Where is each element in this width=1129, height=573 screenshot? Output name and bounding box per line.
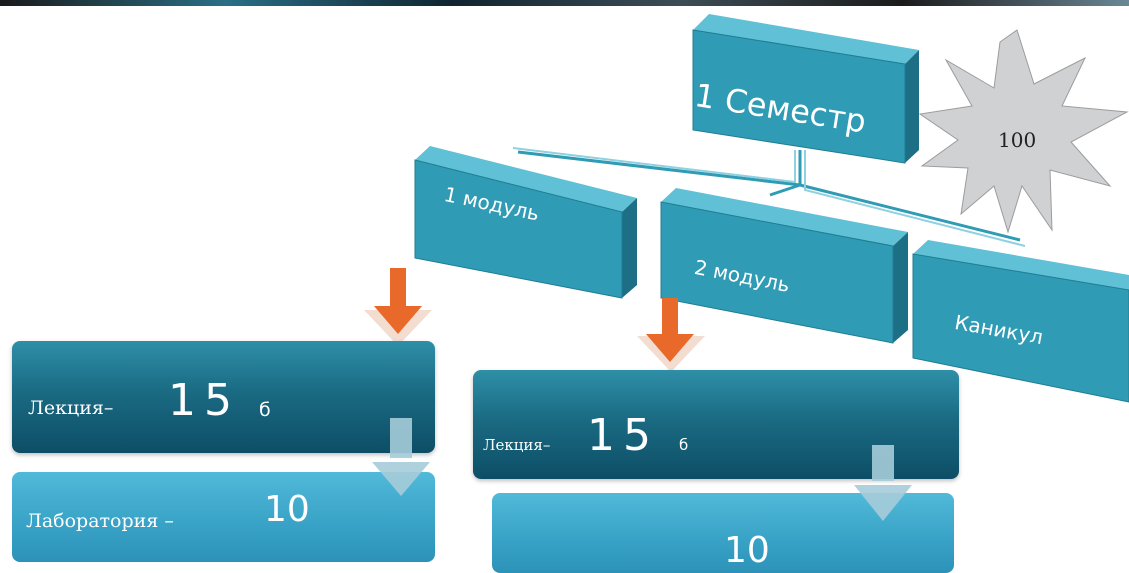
right-lecture-number: 15: [587, 410, 659, 461]
holiday-box: [912, 240, 1129, 403]
starburst-badge: [918, 29, 1129, 234]
hierarchy-diagram: [364, 14, 1129, 403]
badge-value: 100: [998, 128, 1037, 152]
connector-lines: [512, 147, 1026, 247]
pale-down-arrow-right: [854, 445, 912, 521]
right-lecture-prefix: Лекция–: [483, 436, 551, 454]
module-2-box: [660, 188, 908, 344]
module-1-box: [414, 146, 637, 299]
semester-box: [692, 14, 919, 164]
left-lecture-number: 15: [168, 375, 240, 426]
left-lab-number: 10: [264, 489, 310, 530]
left-lecture-block: Лекция– 15 б: [12, 341, 435, 453]
pale-down-arrow-left: [372, 418, 430, 496]
right-lab-number: 10: [724, 530, 770, 571]
left-lecture-prefix: Лекция–: [28, 397, 114, 419]
left-lecture-unit: б: [259, 399, 271, 421]
top-banner-strip: [0, 0, 1129, 6]
left-lab-prefix: Лаборатория –: [26, 510, 174, 532]
orange-down-arrow-right: [637, 298, 705, 372]
right-lecture-unit: б: [679, 436, 689, 454]
orange-down-arrow-left: [364, 268, 432, 346]
